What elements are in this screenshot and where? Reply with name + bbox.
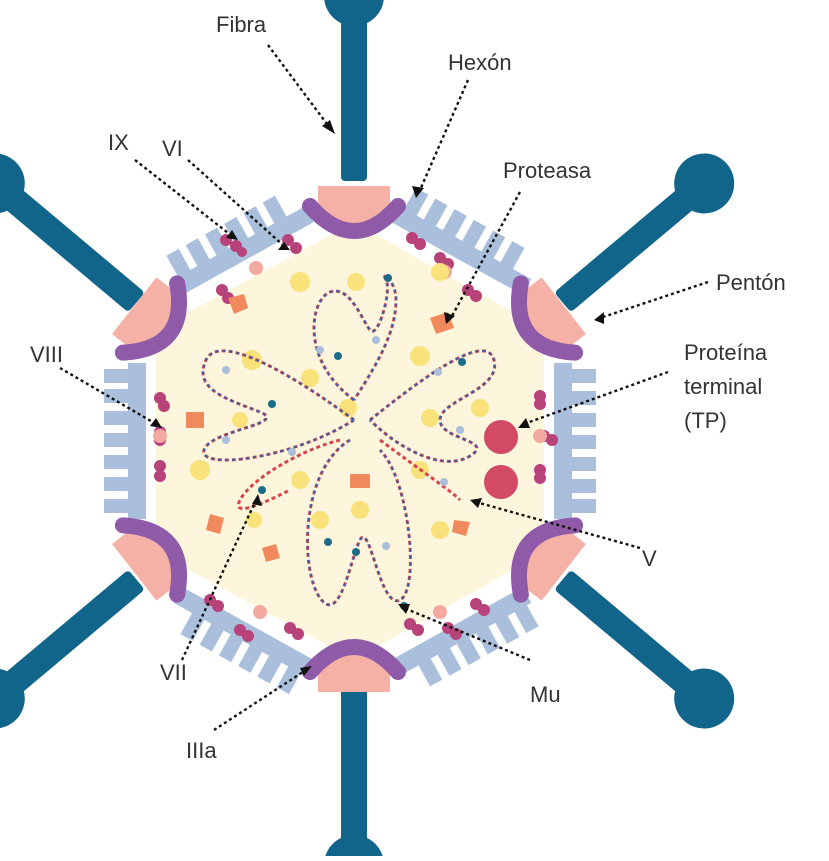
- label-fibra: Fibra: [216, 12, 267, 37]
- leader-penton: [600, 282, 708, 318]
- label-proteina-terminal-1: Proteína: [684, 340, 768, 365]
- label-proteasa: Proteasa: [503, 158, 592, 183]
- label-vii: VII: [160, 660, 187, 685]
- penton-top: [310, 186, 398, 231]
- label-vi: VI: [162, 136, 183, 161]
- fiber-bottom-left: [0, 557, 156, 741]
- label-proteina-terminal-2: terminal: [684, 374, 762, 399]
- fiber-bottom: [324, 680, 384, 856]
- label-iiia: IIIa: [186, 738, 217, 763]
- fiber-top: [324, 0, 384, 181]
- leader-ix: [135, 160, 232, 236]
- label-ix: IX: [108, 130, 129, 155]
- leader-hexon: [420, 80, 468, 190]
- label-viii: VIII: [30, 342, 63, 367]
- fiber-top-left: [0, 141, 156, 325]
- penton-bottom: [310, 647, 398, 692]
- label-proteina-terminal-3: (TP): [684, 408, 727, 433]
- label-hexon: Hexón: [448, 50, 512, 75]
- label-penton: Pentón: [716, 270, 786, 295]
- leader-fibra: [268, 45, 330, 128]
- label-mu: Mu: [530, 682, 561, 707]
- fiber-bottom-right: [543, 557, 746, 741]
- label-v: V: [642, 546, 657, 571]
